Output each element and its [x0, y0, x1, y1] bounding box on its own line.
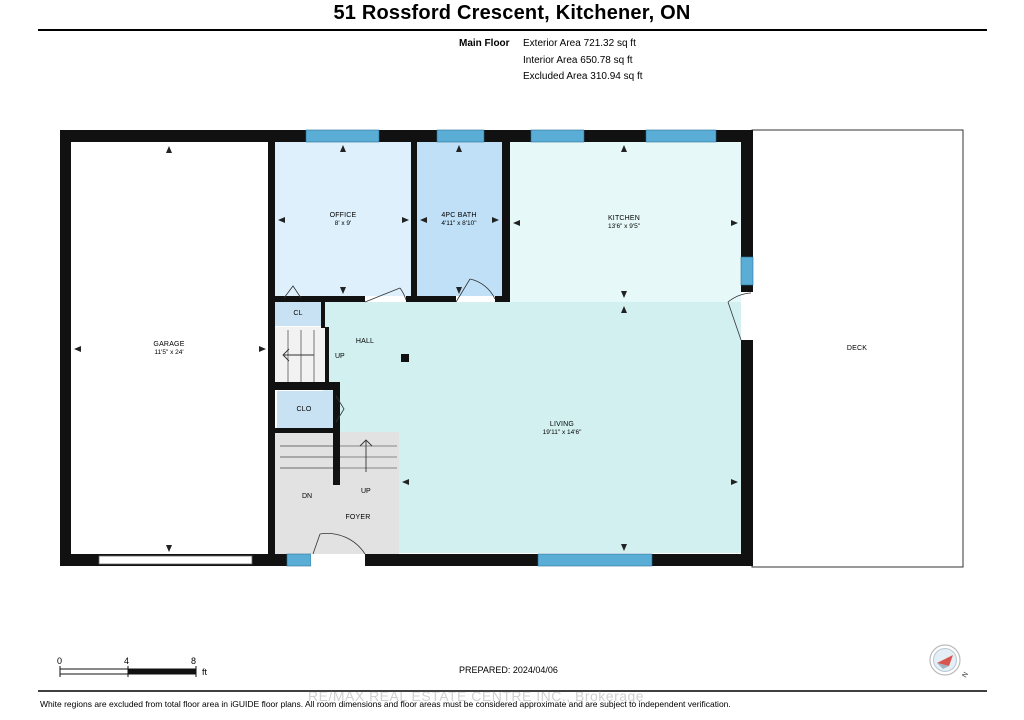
- exterior-area: Exterior Area 721.32 sq ft: [523, 38, 636, 49]
- kitchen-name: KITCHEN: [607, 215, 641, 222]
- dimension-arrows: [74, 145, 738, 552]
- garage-fill: [71, 142, 270, 554]
- door-deck: [727, 292, 753, 341]
- room-label-garage: GARAGE 11'5" x 24': [153, 341, 184, 356]
- excluded-area: Excluded Area 310.94 sq ft: [523, 71, 643, 82]
- column: [401, 354, 409, 362]
- stair-arrow-lower: [359, 439, 373, 472]
- room-label-hall: HALL: [356, 338, 374, 346]
- bath-fill: [417, 142, 503, 297]
- kitchen-fill: [510, 142, 741, 302]
- door-cl: [283, 285, 302, 299]
- door-office: [364, 287, 407, 303]
- door-clo: [335, 395, 345, 423]
- garage-door: [98, 555, 253, 565]
- watermark: RE/MAX REAL ESTATE CENTRE INC., Brokerag…: [308, 688, 645, 704]
- garage-name: GARAGE: [153, 341, 185, 348]
- bath-name: 4PC BATH: [441, 212, 477, 219]
- compass-north-label: N: [961, 671, 969, 679]
- room-label-kitchen: KITCHEN 13'6" x 9'5": [608, 215, 640, 230]
- office-dims: 8' x 9': [334, 219, 352, 227]
- prepared-date: PREPARED: 2024/04/06: [459, 665, 558, 675]
- stairs-up-upper: [287, 330, 315, 382]
- garage-dims: 11'5" x 24': [154, 348, 184, 356]
- clo-fill: [277, 391, 333, 429]
- room-label-bath: 4PC BATH 4'11" x 8'10": [441, 212, 476, 227]
- office-name: OFFICE: [329, 212, 357, 219]
- foyer-name: FOYER: [345, 514, 371, 521]
- room-label-deck: DECK: [847, 345, 867, 353]
- stair-arrow-upper: [282, 348, 314, 362]
- interior-area: Interior Area 650.78 sq ft: [523, 55, 633, 66]
- door-bath: [455, 278, 496, 303]
- stairs-up-lower: [340, 445, 397, 469]
- deck-area: [751, 129, 964, 568]
- stair-label-down: DN: [302, 493, 313, 500]
- living-name: LIVING: [549, 421, 575, 428]
- room-label-cl: CL: [293, 310, 302, 318]
- stairs-down: [280, 445, 333, 469]
- room-label-foyer: FOYER: [345, 514, 370, 522]
- scale-label-0: 0: [57, 656, 63, 666]
- floor-label: Main Floor: [459, 38, 510, 49]
- scale-label-8: 8: [191, 656, 197, 666]
- deck-name: DECK: [846, 345, 868, 352]
- room-label-clo: CLO: [297, 406, 312, 414]
- scale-bar: [59, 666, 197, 677]
- windows: [286, 129, 754, 567]
- kitchen-dims: 13'6" x 9'5": [607, 222, 641, 230]
- room-label-living: LIVING 19'11" x 14'6": [543, 421, 582, 436]
- scale-label-4: 4: [124, 656, 130, 666]
- title-divider: [38, 29, 987, 31]
- page-title: 51 Rossford Crescent, Kitchener, ON: [333, 2, 691, 24]
- footer-disclaimer: White regions are excluded from total fl…: [40, 699, 731, 709]
- cl-fill: [275, 302, 323, 326]
- office-fill: [275, 142, 412, 297]
- living-dims: 19'11" x 14'6": [542, 428, 582, 436]
- hall-name: HALL: [355, 338, 375, 345]
- compass-icon: N: [929, 644, 969, 679]
- door-front: [311, 533, 366, 566]
- bath-dims: 4'11" x 8'10": [441, 219, 477, 227]
- stair-label-up-lower: UP: [361, 488, 371, 495]
- clo-name: CLO: [296, 406, 312, 413]
- room-label-office: OFFICE 8' x 9': [330, 212, 357, 227]
- scale-unit: ft: [202, 667, 208, 677]
- stair-area-fill: [275, 327, 325, 382]
- stair-label-up-upper: UP: [335, 353, 345, 360]
- cl-name: CL: [293, 310, 303, 317]
